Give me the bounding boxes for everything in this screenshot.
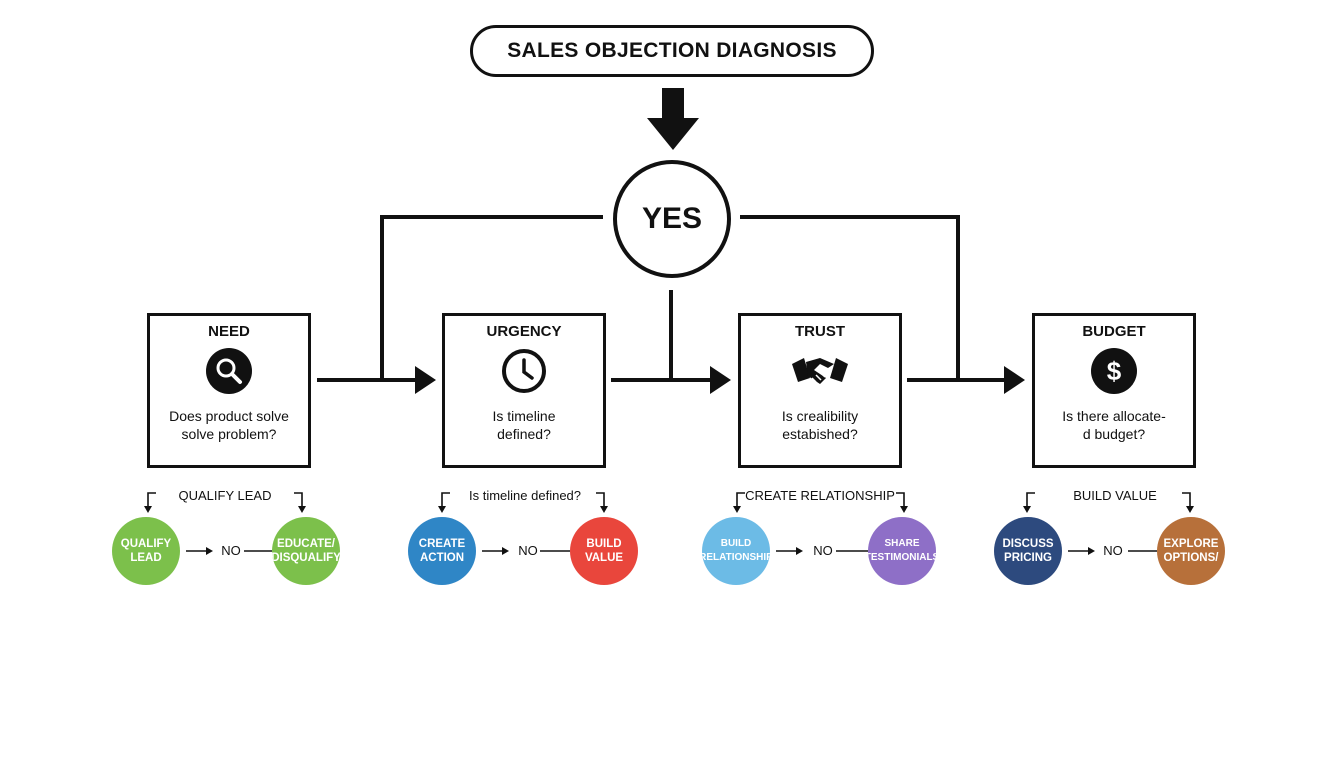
branch-0-right-hook-head <box>298 506 306 513</box>
hub-to-urgency-line <box>380 215 603 380</box>
urgency-question-line-2: defined? <box>497 426 551 442</box>
branch-1-left-hook <box>441 492 450 508</box>
need-branch-label: QUALIFY LEAD <box>178 488 272 503</box>
trust-box: TRUST Is crealibility estabished? <box>738 313 902 468</box>
branch-0-right-hook <box>294 492 303 508</box>
arrowhead-trust <box>710 366 731 394</box>
budget-branch-label: BUILD VALUE <box>1073 488 1157 503</box>
branch-3-right-hook <box>1182 492 1191 508</box>
clock-icon <box>502 349 546 393</box>
yes-hub: YES <box>613 160 731 278</box>
branch-2-right-hook <box>896 492 905 508</box>
branch-1-right-hook-head <box>600 506 608 513</box>
handshake-icon <box>792 358 848 384</box>
trust-branch-label: CREATE RELATIONSHIP <box>745 488 895 503</box>
branch-1-arrow-to-no-head <box>502 547 509 555</box>
need-box: NEED Does product solve solve problem? <box>147 313 311 468</box>
branch-0-left-hook-head <box>144 506 152 513</box>
branch-2-left-hook-head <box>733 506 741 513</box>
budget-box: BUDGET $ Is there allocate- d budget? <box>1032 313 1196 468</box>
branch-3-left-hook <box>1026 492 1035 508</box>
branch-2-right-hook-head <box>900 506 908 513</box>
need-question-line-2: solve problem? <box>181 426 277 442</box>
branch-1-right-hook <box>596 492 605 508</box>
branch-1-left-hook-head <box>438 506 446 513</box>
branch-3-arrow-to-no-head <box>1088 547 1095 555</box>
branch-0-left-hook <box>147 492 156 508</box>
need-no-label: NO <box>221 543 241 558</box>
arrowhead-urgency <box>415 366 436 394</box>
branch-2-left-hook <box>736 492 745 508</box>
trust-question-line-1: Is crealibility <box>781 408 859 424</box>
branch-0-arrow-to-no-head <box>206 547 213 555</box>
need-title: NEED <box>208 323 250 340</box>
urgency-branch-label: Is timeline defined? <box>468 488 582 503</box>
urgency-no-label: NO <box>518 543 538 558</box>
urgency-question-line-1: Is timeline <box>492 408 556 424</box>
magnifier-icon <box>206 348 252 394</box>
urgency-title: URGENCY <box>486 323 562 340</box>
need-question-line-1: Does product solve <box>169 408 289 424</box>
trust-title: TRUST <box>795 323 845 340</box>
down-arrow <box>647 88 699 150</box>
trust-question-line-2: estabished? <box>782 426 858 442</box>
arrowhead-budget <box>1004 366 1025 394</box>
dollar-icon: $ <box>1091 348 1137 394</box>
budget-title: BUDGET <box>1082 323 1146 340</box>
hub-to-budget-line <box>740 215 960 380</box>
trust-no-label: NO <box>813 543 833 558</box>
budget-question-line-2: d budget? <box>1082 426 1146 442</box>
branch-2-arrow-to-no-head <box>796 547 803 555</box>
svg-text:$: $ <box>1107 356 1122 386</box>
branch-3-left-hook-head <box>1023 506 1031 513</box>
diagram-title: SALES OBJECTION DIAGNOSIS <box>470 25 874 77</box>
need-no-action: EDUCATE/DISQUALIFY <box>272 517 340 585</box>
branch-3-right-hook-head <box>1186 506 1194 513</box>
budget-question-line-1: Is there allocate- <box>1062 408 1166 424</box>
budget-no-label: NO <box>1103 543 1123 558</box>
urgency-box: URGENCY Is timeline defined? <box>442 313 606 468</box>
